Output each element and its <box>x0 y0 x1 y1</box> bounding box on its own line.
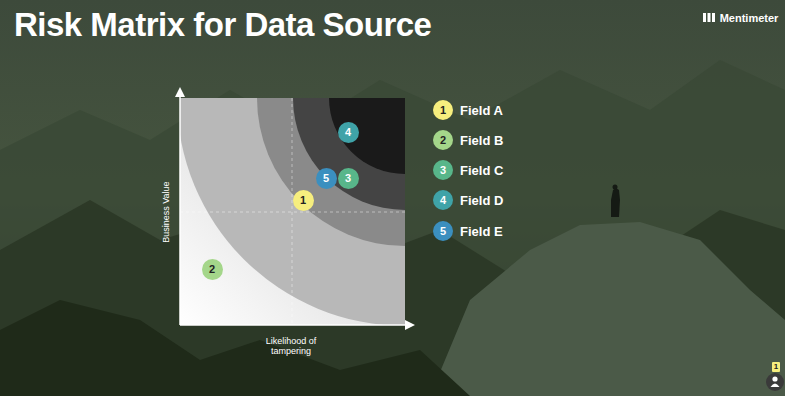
marker-number: 3 <box>345 173 351 184</box>
risk-marker: 1 <box>293 190 314 211</box>
axis-label: Likelihood of tampering <box>251 336 331 357</box>
legend-number: 5 <box>433 221 453 241</box>
slide-title: Risk Matrix for Data Source <box>14 6 431 44</box>
marker-number: 2 <box>209 264 215 275</box>
legend-item: 3 Field C <box>433 159 503 181</box>
legend-label: Field E <box>460 224 503 239</box>
marker-number: 1 <box>300 195 306 206</box>
audience-count: 1 <box>772 362 780 372</box>
mentimeter-logo <box>703 13 715 22</box>
legend-number: 3 <box>433 160 453 180</box>
marker-number: 5 <box>323 173 329 184</box>
axis-label: Business Value <box>161 181 171 242</box>
marker-number: 4 <box>345 127 351 138</box>
legend-item: 2 Field B <box>433 129 503 151</box>
legend-label: Field A <box>460 103 503 118</box>
legend-label: Field C <box>460 163 503 178</box>
legend-item: 1 Field A <box>433 99 503 121</box>
legend-number: 2 <box>433 130 453 150</box>
risk-marker: 2 <box>202 259 223 280</box>
legend-item: 4 Field D <box>433 189 503 211</box>
brand-name: Mentimeter <box>720 12 779 24</box>
legend-number: 4 <box>433 190 453 210</box>
risk-marker: 4 <box>338 122 359 143</box>
legend-label: Field B <box>460 133 503 148</box>
legend-number: 1 <box>433 100 453 120</box>
audience-icon <box>766 373 784 391</box>
risk-marker: 5 <box>316 168 337 189</box>
legend-item: 5 Field E <box>433 220 503 242</box>
legend-label: Field D <box>460 193 503 208</box>
risk-marker: 3 <box>338 168 359 189</box>
